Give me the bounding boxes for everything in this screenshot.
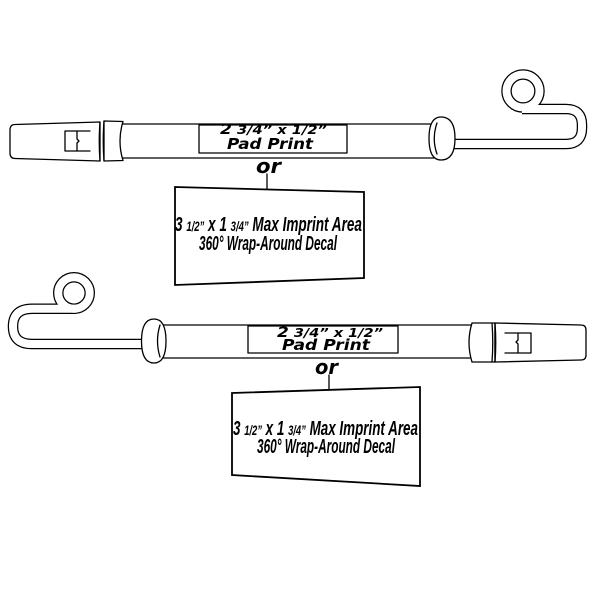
pad-print-dimensions: 2 3/4” x 1/2” (277, 325, 383, 341)
decal-area: 3 1/2” x 1 3/4” Max Imprint Area 360° Wr… (174, 186, 365, 286)
decal-dimensions: 3 1/2” x 1 3/4” Max Imprint Area (233, 418, 418, 440)
end-ring-icon (428, 116, 456, 161)
pad-print-area: 2 3/4” x 1/2” Pad Print (247, 325, 399, 354)
decal-dim-fraction: 3/4” (231, 218, 249, 234)
pad-print-dimensions: 2 3/4” x 1/2” (220, 122, 327, 138)
decal-description: 360° Wrap-Around Decal (199, 233, 337, 255)
pad-print-area: 2 3/4” x 1/2” Pad Print (198, 122, 348, 154)
dim-whole: 2 (277, 325, 289, 341)
decal-dim-fraction: 3/4” (288, 422, 306, 438)
pen-cap (494, 322, 587, 363)
dim-rest: 3/4” x 1/2” (232, 123, 327, 137)
pen-collar (468, 322, 496, 363)
decal-dim-part: Max Imprint Area (249, 214, 362, 236)
pad-print-label: Pad Print (282, 336, 371, 354)
pen-1: 2 3/4” x 1/2” Pad Print or 3 1/2” x 1 3/… (9, 69, 588, 286)
decal-description: 360° Wrap-Around Decal (257, 436, 395, 458)
pen-cap (9, 121, 101, 162)
dim-whole: 2 (220, 122, 232, 138)
decal-dim-fraction: 1/2” (186, 218, 204, 234)
or-separator: or (256, 154, 282, 178)
end-ring-icon (140, 318, 167, 364)
clip-icon (504, 332, 532, 354)
pen-2: 2 3/4” x 1/2” Pad Print or 3 1/2” x 1 3/… (7, 272, 587, 487)
decal-dim-part: Max Imprint Area (306, 418, 418, 440)
or-separator: or (315, 355, 339, 379)
decal-dim-part: x 1 (262, 418, 288, 440)
clip-icon (64, 130, 91, 152)
pad-print-label: Pad Print (227, 135, 314, 153)
decal-dim-part: 3 (233, 418, 244, 440)
pen-collar (103, 120, 124, 162)
hook-icon (450, 69, 588, 150)
dim-rest: 3/4” x 1/2” (289, 326, 384, 340)
decal-dim-part: x 1 (204, 214, 230, 236)
decal-dim-fraction: 1/2” (244, 422, 262, 438)
hook-icon (7, 272, 150, 350)
decal-area: 3 1/2” x 1 3/4” Max Imprint Area 360° Wr… (231, 386, 421, 487)
decal-dimensions: 3 1/2” x 1 3/4” Max Imprint Area (175, 214, 362, 236)
decal-dim-part: 3 (175, 214, 186, 236)
